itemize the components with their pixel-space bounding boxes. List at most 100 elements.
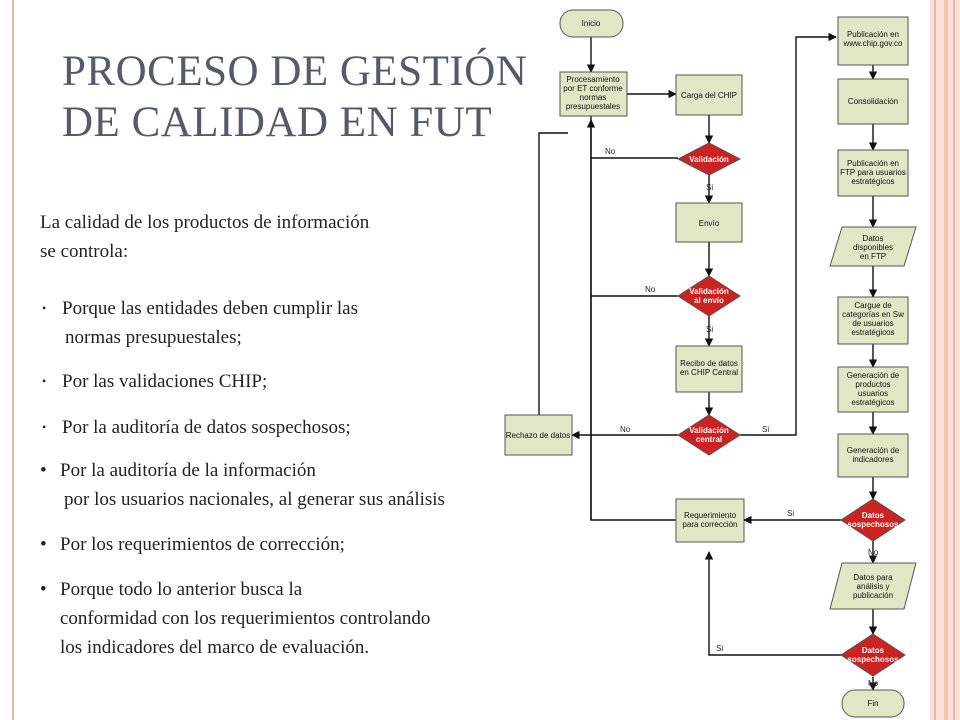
left-border-rule bbox=[12, 0, 14, 720]
node-datos-sospechosos-2-label-2: sospechosos bbox=[847, 655, 899, 664]
node-procesamiento-label-1: Procesamiento bbox=[566, 75, 620, 84]
node-procesamiento-label-2: por ET conforme bbox=[563, 84, 623, 93]
node-cargue-label-3: de usuarios bbox=[852, 319, 893, 328]
node-requerimiento-label-2: para corrección bbox=[682, 520, 737, 529]
node-cargue bbox=[837, 296, 909, 345]
edge-return-trunk bbox=[590, 115, 676, 521]
node-carga-chip bbox=[675, 74, 743, 116]
node-generacion-productos-label-4: estratégicos bbox=[851, 398, 894, 407]
node-publicacion-web-label-2: www.chip.gov.co bbox=[843, 39, 904, 48]
node-carga-chip-label: Carga del CHIP bbox=[681, 91, 737, 100]
node-recibo bbox=[675, 345, 743, 393]
node-recibo-label-1: Recibo de datos bbox=[680, 359, 738, 368]
intro-line-1: La calidad de los productos de informaci… bbox=[40, 212, 370, 233]
bullet-4-line-1: Por la auditoría de la información bbox=[60, 460, 316, 481]
bullet-item-3: • Por la auditoría de datos sospechosos; bbox=[42, 413, 351, 442]
bullet-item-2: • Por las validaciones CHIP; bbox=[42, 367, 267, 396]
intro-text: La calidad de los productos de informaci… bbox=[40, 208, 600, 266]
node-generacion-indicadores-label-1: Generación de bbox=[847, 446, 900, 455]
node-generacion-indicadores bbox=[837, 433, 909, 478]
node-publicacion-ftp-label-2: FTP para usuarios bbox=[840, 168, 906, 177]
node-publicacion-ftp bbox=[837, 149, 909, 197]
bullet-dot: • bbox=[40, 460, 47, 481]
node-datos-ftp bbox=[829, 226, 917, 267]
node-procesamiento bbox=[559, 71, 628, 117]
node-generacion-indicadores-label-2: indicadores bbox=[853, 455, 894, 464]
node-requerimiento bbox=[675, 498, 745, 543]
node-validacion-envio-label-1: Validación bbox=[689, 287, 729, 296]
node-publicacion-ftp-label-1: Publicación en bbox=[847, 159, 899, 168]
node-datos-sospechosos-1-label-1: Datos bbox=[862, 511, 885, 520]
node-validacion bbox=[676, 142, 742, 176]
node-publicacion-ftp-label-3: estratégicos bbox=[851, 177, 894, 186]
bullet-dot: • bbox=[40, 579, 47, 600]
node-datos-ftp-label-1: Datos bbox=[863, 234, 884, 243]
bullet-item-6: • Porque todo lo anterior busca la confo… bbox=[40, 575, 431, 662]
node-fin bbox=[841, 689, 905, 718]
node-datos-analisis bbox=[829, 562, 917, 610]
node-rechazo-label: Rechazo de datos bbox=[506, 431, 571, 440]
bullet-dot: • bbox=[40, 534, 47, 555]
slide-title: PROCESO DE GESTIÓN DE CALIDAD EN FUT bbox=[62, 46, 527, 148]
node-cargue-label-1: Cargue de bbox=[854, 301, 892, 310]
node-publicacion-web bbox=[837, 16, 909, 66]
edge-labels: No Si No Si No Si Si No Si No bbox=[605, 147, 879, 688]
label-si: Si bbox=[787, 509, 794, 518]
edge-rechazo-loop bbox=[538, 132, 568, 415]
node-validacion-envio bbox=[677, 275, 741, 317]
node-procesamiento-label-4: presupuestales bbox=[566, 102, 620, 111]
bullet-item-1: • Porque las entidades deben cumplir las… bbox=[42, 294, 358, 352]
node-datos-analisis-label-2: análisis y bbox=[857, 582, 890, 591]
bullet-dot: • bbox=[42, 301, 47, 315]
label-no: No bbox=[868, 679, 879, 688]
node-datos-ftp-label-2: disponibles bbox=[853, 243, 893, 252]
label-si: Si bbox=[706, 325, 713, 334]
node-publicacion-web-label-1: Publicación en bbox=[847, 30, 899, 39]
node-fin-label: Fin bbox=[867, 699, 878, 708]
node-datos-sospechosos-1-label-2: sospechosos bbox=[847, 520, 899, 529]
bullet-4-line-2: por los usuarios nacionales, al generar … bbox=[64, 489, 445, 510]
edge-validacion-central-si bbox=[740, 32, 837, 436]
label-si: Si bbox=[762, 425, 769, 434]
label-si: Si bbox=[716, 644, 723, 653]
intro-line-2: se controla: bbox=[40, 241, 129, 262]
label-no: No bbox=[605, 147, 616, 156]
node-datos-analisis-label-1: Datos para bbox=[853, 573, 893, 582]
title-line-1: PROCESO DE GESTIÓN bbox=[62, 48, 528, 95]
bullet-5-line-1: Por los requerimientos de corrección; bbox=[60, 534, 345, 555]
node-generacion-productos-label-2: productos bbox=[855, 380, 890, 389]
node-datos-sospechosos-2-label-1: Datos bbox=[862, 646, 885, 655]
label-no: No bbox=[645, 285, 656, 294]
bullet-3-line-1: Por la auditoría de datos sospechosos; bbox=[62, 417, 351, 438]
right-border-line-3 bbox=[953, 0, 955, 720]
bullet-6-line-1: Porque todo lo anterior busca la bbox=[60, 579, 303, 600]
node-datos-sospechosos-1 bbox=[840, 498, 906, 542]
node-consolidacion bbox=[837, 78, 909, 125]
label-no: No bbox=[620, 425, 631, 434]
edge-sospechosos2-si bbox=[704, 551, 842, 656]
title-line-2: DE CALIDAD EN FUT bbox=[62, 99, 493, 146]
node-validacion-envio-label-2: al envío bbox=[694, 296, 724, 305]
node-inicio-label: Inicio bbox=[582, 19, 601, 28]
bullet-6-line-2: conformidad con los requerimientos contr… bbox=[60, 608, 431, 629]
node-validacion-central bbox=[677, 414, 741, 456]
node-validacion-label: Validación bbox=[689, 155, 729, 164]
node-generacion-productos bbox=[837, 366, 909, 413]
node-datos-analisis-label-3: publicación bbox=[853, 591, 893, 600]
right-border-line-1 bbox=[934, 0, 936, 720]
node-inicio bbox=[559, 9, 624, 38]
node-recibo-label-2: en CHIP Central bbox=[680, 368, 738, 377]
node-generacion-productos-label-3: usuarios bbox=[858, 389, 888, 398]
label-si: Si bbox=[706, 183, 713, 192]
node-envio-label: Envío bbox=[699, 219, 720, 228]
node-rechazo bbox=[504, 414, 573, 456]
bullet-item-5: • Por los requerimientos de corrección; bbox=[40, 530, 345, 559]
node-cargue-label-4: estratégicos bbox=[851, 328, 894, 337]
bullet-dot: • bbox=[42, 420, 47, 434]
node-validacion-central-label-1: Validación bbox=[689, 426, 729, 435]
node-generacion-productos-label-1: Generación de bbox=[847, 371, 900, 380]
node-consolidacion-label: Consolidación bbox=[848, 97, 898, 106]
node-datos-sospechosos-2 bbox=[840, 633, 906, 677]
node-datos-ftp-label-3: en FTP bbox=[860, 252, 886, 261]
node-cargue-label-2: categorías en Sw bbox=[842, 310, 904, 319]
